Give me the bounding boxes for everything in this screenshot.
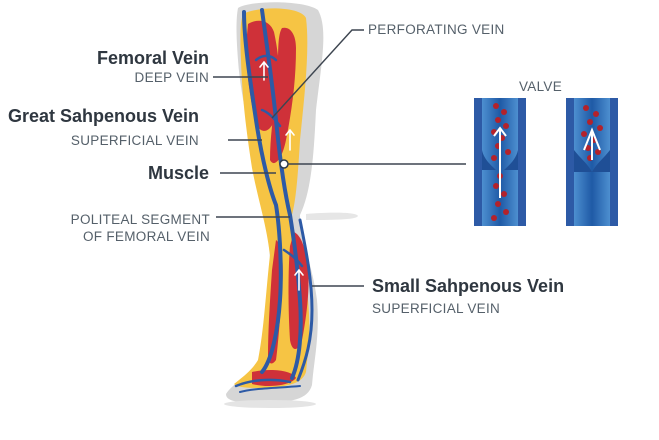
muscle-marker (279, 159, 289, 169)
perforating-vein-label: PERFORATING VEIN (368, 22, 505, 37)
small-saphenous-vein-subtitle: SUPERFICIAL VEIN (372, 301, 501, 316)
flow-arrow-2 (285, 128, 295, 151)
blood-cells-open (491, 103, 511, 221)
foot-vein-2 (239, 385, 301, 393)
small-saphenous-vein-title: Small Sahpenous Vein (372, 276, 565, 296)
great-saphenous-vein-subtitle: SUPERFICIAL VEIN (70, 133, 199, 148)
valve-leaflet-closed-left (574, 150, 592, 172)
flow-arrow-3 (294, 268, 304, 291)
femoral-vein-subtitle: DEEP VEIN (134, 70, 209, 85)
connector-vein-1 (254, 54, 278, 62)
femoral-vein-path (260, 8, 303, 380)
connector-vein-3 (282, 248, 304, 268)
valve-closed-illustration (566, 98, 618, 226)
muscle-title: Muscle (147, 163, 209, 183)
leader-perforating (271, 29, 364, 119)
femoral-vein-title: Femoral Vein (96, 48, 209, 68)
valve-open-illustration (474, 98, 526, 226)
ground-shadow (224, 400, 316, 408)
knee-highlight (306, 212, 358, 220)
valve-closed-arrow (583, 127, 601, 160)
politeal-segment-label: POLITEAL SEGMENT OF FEMORAL VEIN (71, 211, 210, 245)
small-saphenous-vein-path (296, 218, 314, 382)
leader-lines (213, 29, 466, 287)
politeal-line-1: POLITEAL SEGMENT (70, 212, 210, 227)
great-saphenous-vein-title: Great Sahpenous Vein (7, 106, 199, 126)
valve-open-arrow (493, 126, 507, 198)
connector-vein-2 (260, 108, 282, 128)
valve-label: VALVE (519, 79, 563, 94)
politeal-line-2: OF FEMORAL VEIN (82, 229, 210, 244)
valve-leaflet-closed-right (592, 150, 610, 172)
valve-leaflet-left (482, 150, 496, 170)
valve-leaflet-right (504, 150, 518, 170)
foot-vein-1 (234, 378, 292, 388)
